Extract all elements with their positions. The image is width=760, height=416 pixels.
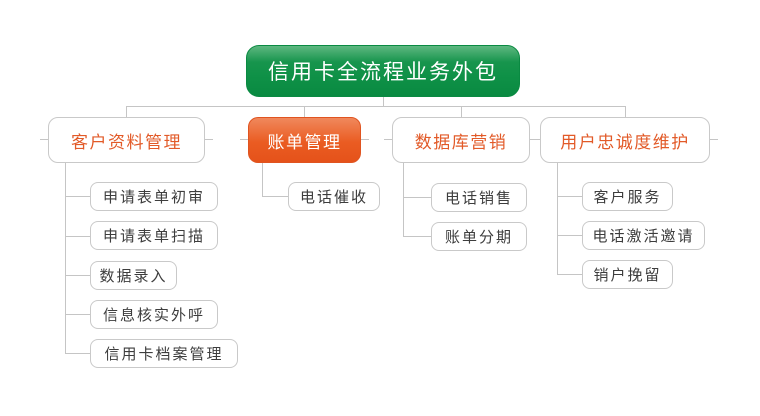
tick-branch-4-left: [532, 139, 540, 140]
child-customer-service: 客户服务: [582, 182, 673, 211]
child-phone-collection: 电话催收: [288, 182, 380, 211]
connector-stub-4-2: [557, 235, 582, 236]
child-info-verification-outbound-call: 信息核实外呼: [90, 300, 218, 329]
connector-root-drop: [383, 97, 384, 106]
connector-stub-4-1: [557, 196, 582, 197]
child-account-closure-retention: 销户挽留: [582, 260, 673, 289]
root-node-credit-card-outsourcing: 信用卡全流程业务外包: [246, 45, 520, 97]
connector-trunk-branch-2: [262, 163, 263, 196]
connector-stub-4-3: [557, 274, 582, 275]
connector-stub-3-2: [403, 236, 431, 237]
connector-drop-branch-2: [304, 106, 305, 117]
connector-drop-branch-3: [461, 106, 462, 117]
connector-stub-1-3: [65, 275, 90, 276]
tick-branch-1-right: [205, 139, 213, 140]
connector-stub-1-1: [65, 196, 90, 197]
child-application-form-initial-review: 申请表单初审: [90, 182, 218, 211]
connector-drop-branch-1: [126, 106, 127, 117]
child-data-entry: 数据录入: [90, 261, 177, 290]
connector-stub-2-1: [262, 196, 288, 197]
connector-branch-rail: [126, 106, 625, 107]
child-phone-activation-invitation: 电话激活邀请: [582, 221, 705, 250]
tick-branch-2-right: [361, 139, 369, 140]
tick-branch-1-left: [40, 139, 48, 140]
connector-stub-3-1: [403, 197, 431, 198]
tick-branch-4-right: [710, 139, 718, 140]
connector-stub-1-5: [65, 353, 90, 354]
connector-stub-1-2: [65, 236, 90, 237]
branch-database-marketing: 数据库营销: [392, 117, 530, 163]
branch-user-loyalty-maintenance: 用户忠诚度维护: [540, 117, 710, 163]
connector-drop-branch-4: [625, 106, 626, 117]
connector-trunk-branch-3: [403, 163, 404, 236]
child-telesales: 电话销售: [431, 183, 527, 212]
child-bill-installment: 账单分期: [431, 222, 527, 251]
tick-branch-3-left: [384, 139, 392, 140]
tick-branch-2-left: [240, 139, 248, 140]
connector-stub-1-4: [65, 314, 90, 315]
connector-trunk-branch-1: [65, 163, 66, 353]
branch-customer-data-management: 客户资料管理: [48, 117, 205, 163]
child-credit-card-file-management: 信用卡档案管理: [90, 339, 238, 368]
branch-billing-management: 账单管理: [248, 117, 361, 163]
child-application-form-scanning: 申请表单扫描: [90, 221, 218, 250]
connector-trunk-branch-4: [557, 163, 558, 274]
